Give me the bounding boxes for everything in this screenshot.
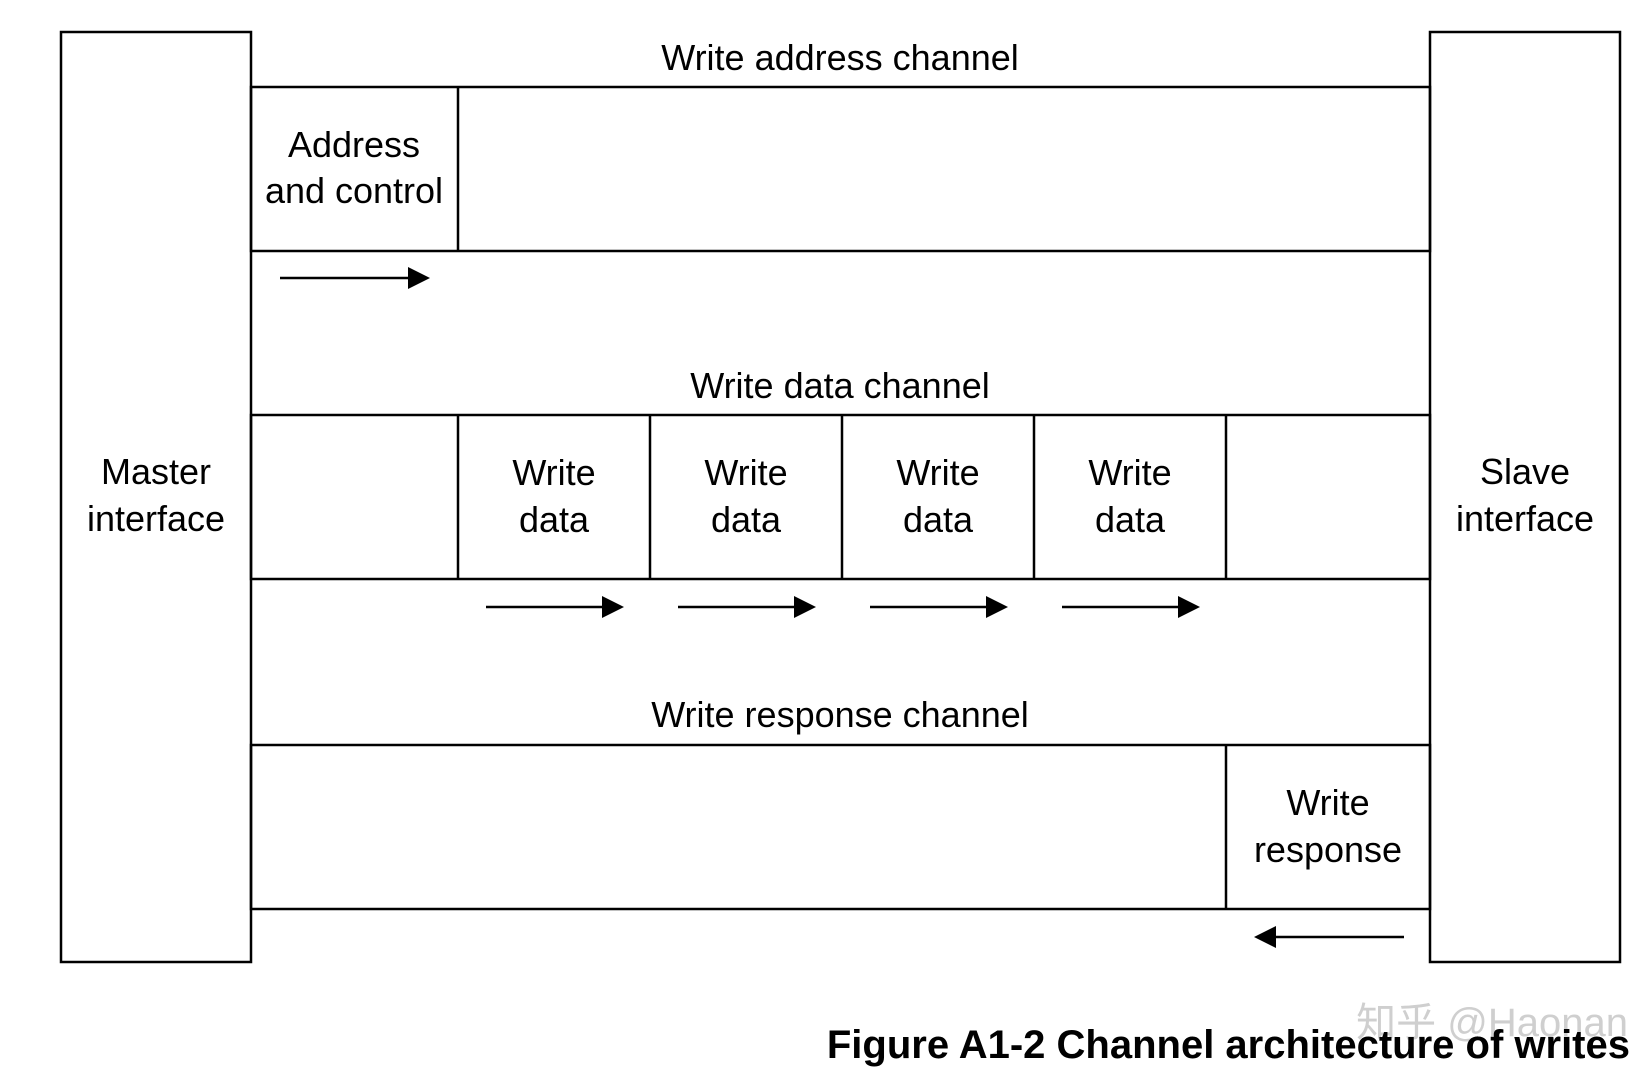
write-data-channel-band <box>249 413 1432 581</box>
response-arrow-left <box>1254 926 1404 948</box>
write-response-channel-band <box>249 743 1432 911</box>
write-data-cell-2-line2: data <box>711 499 782 540</box>
data-arrow-right-4 <box>1062 596 1200 618</box>
watermark-text: 知乎 @Haonan <box>1356 1001 1628 1045</box>
address-control-label-line2: and control <box>265 170 443 211</box>
master-interface-box <box>59 30 253 964</box>
data-arrow-right-2 <box>678 596 816 618</box>
data-arrow-right-1 <box>486 596 624 618</box>
master-interface-label-line2: interface <box>87 498 225 539</box>
write-response-channel-title: Write response channel <box>651 694 1029 735</box>
write-address-channel-title: Write address channel <box>661 37 1019 78</box>
slave-interface-label-line1: Slave <box>1480 451 1570 492</box>
write-data-cell-3-line1: Write <box>896 452 979 493</box>
write-data-channel-title: Write data channel <box>690 365 990 406</box>
write-data-cell-3-line2: data <box>903 499 974 540</box>
figure-caption: Figure A1-2 Channel architecture of writ… <box>827 1023 1630 1067</box>
address-control-label-line1: Address <box>288 124 420 165</box>
write-data-cell-1-line1: Write <box>512 452 595 493</box>
write-response-cell-line2: response <box>1254 829 1402 870</box>
data-arrow-right-3 <box>870 596 1008 618</box>
slave-interface-label-line2: interface <box>1456 498 1594 539</box>
write-data-cell-2-line1: Write <box>704 452 787 493</box>
address-arrow-right <box>280 267 430 289</box>
write-data-cell-4-line1: Write <box>1088 452 1171 493</box>
write-data-cell-1-line2: data <box>519 499 590 540</box>
write-data-cell-4-line2: data <box>1095 499 1166 540</box>
master-interface-label-line1: Master <box>101 451 211 492</box>
write-response-cell-line1: Write <box>1286 782 1369 823</box>
slave-interface-box <box>1428 30 1622 964</box>
write-address-channel-band <box>249 85 1432 253</box>
